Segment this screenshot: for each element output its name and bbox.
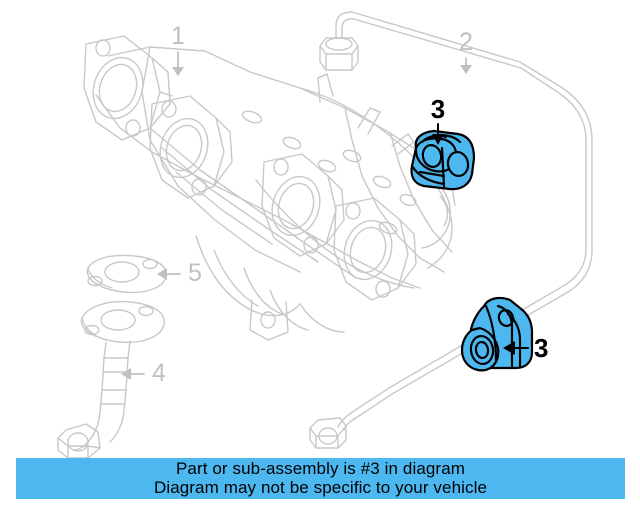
callout-4: 4 [121,359,166,387]
callout-arrow-2 [460,57,472,74]
callout-arrow-3-lower [503,341,529,355]
callout-2: 2 [459,28,473,74]
callout-arrow-4 [121,368,145,380]
callout-label-3-lower: 3 [534,333,548,363]
oil-feed-line [309,11,593,449]
oil-drain-tube [57,300,165,459]
exhaust-manifold [83,35,456,341]
callout-arrow-3-upper [432,123,444,145]
disclaimer-banner: Part or sub-assembly is #3 in diagram Di… [16,458,625,499]
banner-line-2: Diagram may not be specific to your vehi… [153,477,488,497]
fitting-upper [410,129,476,191]
gasket [86,254,167,294]
callout-label-5: 5 [188,259,202,287]
callout-3-upper: 3 [431,94,445,145]
callout-1: 1 [171,22,185,76]
callout-label-1: 1 [171,22,185,50]
callout-arrow-5 [157,268,181,280]
manifold-flange-3 [261,153,345,257]
manifold-flange-4 [333,197,417,301]
callout-label-3-upper: 3 [431,94,445,124]
fitting-lower [460,296,534,372]
callout-arrow-1 [172,51,184,76]
banner-line-1: Part or sub-assembly is #3 in diagram [175,459,466,479]
callout-3-lower: 3 [503,333,548,363]
callout-label-4: 4 [152,359,166,387]
manifold-flange-2 [149,95,233,199]
callout-5: 5 [157,259,202,287]
callout-label-2: 2 [459,28,473,56]
